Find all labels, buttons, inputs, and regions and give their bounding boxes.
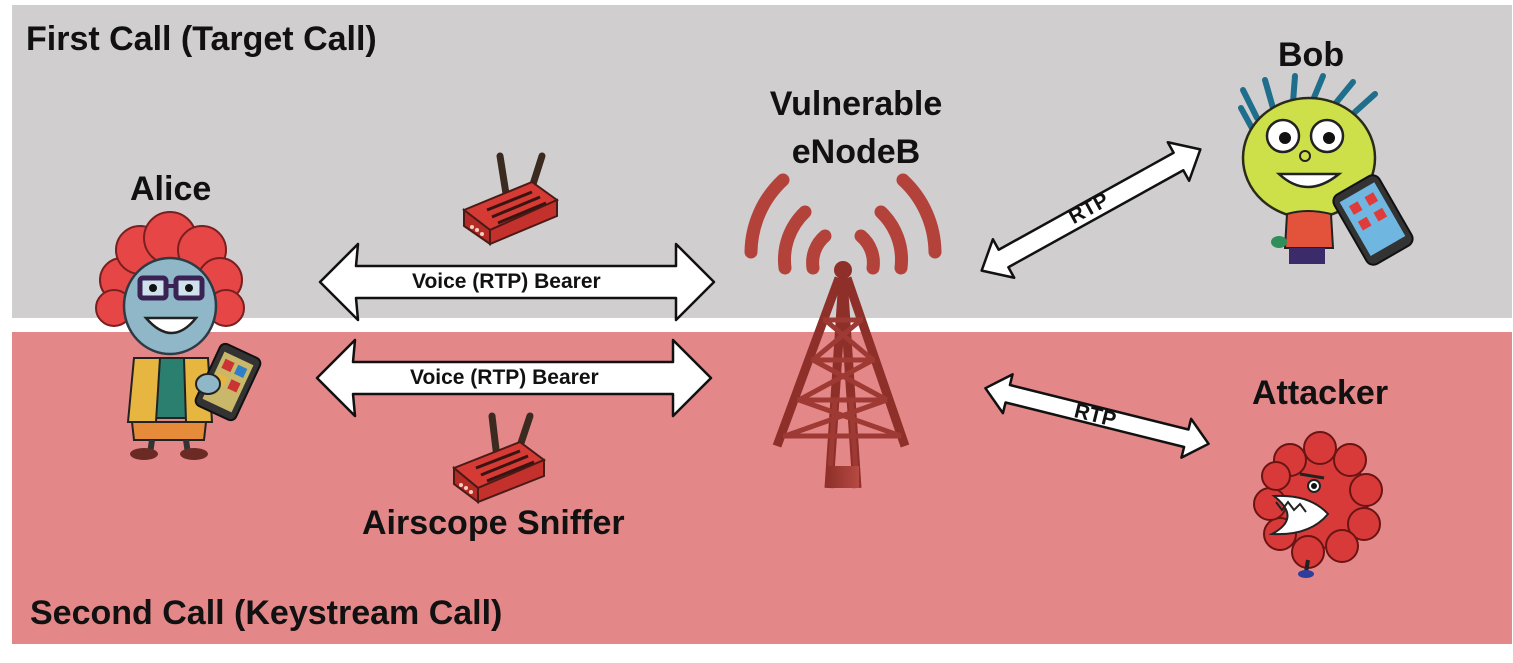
alice-label: Alice (130, 170, 212, 208)
attacker-label: Attacker (1252, 374, 1389, 412)
enodeb-tower-icon (744, 173, 942, 489)
airscope-sniffer-icon (452, 412, 546, 504)
airscope-sniffer-label: Airscope Sniffer (362, 504, 625, 542)
attacker-rtp-arrow (984, 373, 1210, 459)
radio-sniffer-icon (462, 152, 559, 246)
alice-character-icon (95, 211, 262, 460)
bottom-bearer-arrow (315, 338, 713, 418)
enodeb-label-line1: Vulnerable (769, 85, 943, 123)
enodeb-label-line2: eNodeB (791, 133, 921, 171)
top-bearer-label: Voice (RTP) Bearer (412, 270, 601, 293)
top-bearer-arrow (318, 242, 716, 322)
bottom-bearer-label: Voice (RTP) Bearer (410, 366, 599, 389)
bob-character-icon (1238, 73, 1414, 266)
attacker-monster-icon (1253, 431, 1383, 578)
bob-label: Bob (1278, 36, 1345, 74)
enodeb-label: Vulnerable eNodeB (736, 80, 976, 176)
bob-rtp-arrow (980, 141, 1202, 279)
second-call-band (12, 332, 1512, 644)
first-call-title: First Call (Target Call) (26, 20, 377, 58)
second-call-title: Second Call (Keystream Call) (30, 594, 503, 632)
